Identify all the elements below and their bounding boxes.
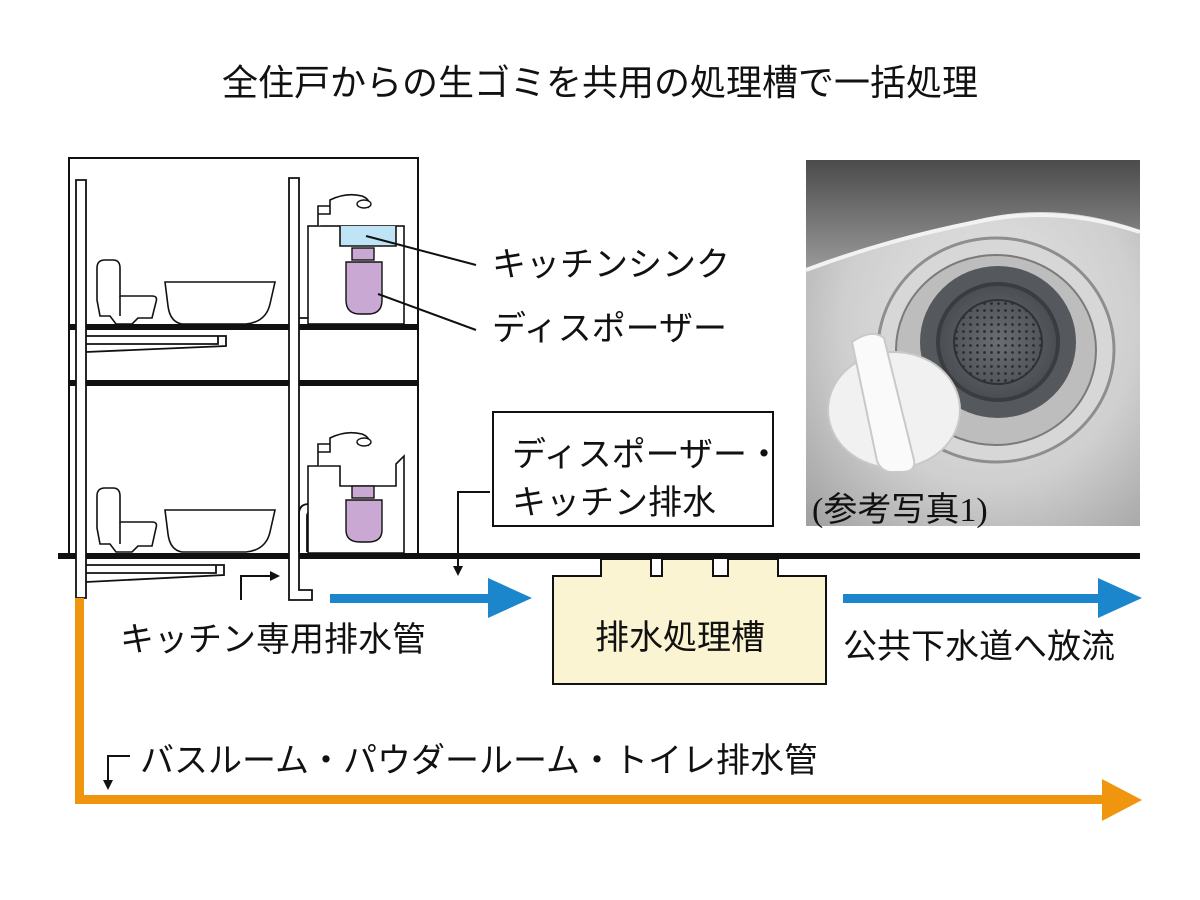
upper-kitchen: [307, 193, 405, 325]
bathtub-icon: [164, 509, 277, 553]
faucet-icon: [317, 431, 372, 466]
toilet-icon: [96, 259, 158, 325]
diagram-title: 全住戸からの生ゴミを共用の処理槽で一括処理: [221, 63, 978, 104]
leader-drain-box: [457, 491, 490, 570]
leader-arrowhead: [270, 571, 280, 581]
leader-kitchen-pipe: [240, 575, 272, 600]
label-public-sewer: 公共下水道へ放流: [843, 627, 1115, 667]
kitchen-flow-arrow: [330, 578, 532, 618]
public-sewer-flow-arrow: [843, 578, 1142, 618]
leader-kitchen-sink: [365, 235, 477, 266]
arrow-right-icon: [1098, 578, 1142, 618]
arrow-right-icon: [488, 578, 532, 618]
treatment-tank: [552, 558, 827, 685]
toilet-icon: [96, 487, 158, 553]
arrow-right-icon: [1102, 779, 1142, 821]
leader-bath-pipe: [107, 755, 130, 784]
photo-caption: (参考写真1): [812, 492, 988, 529]
leader-arrowhead: [453, 566, 463, 576]
faucet-icon: [317, 193, 372, 226]
callout-line-2: キッチン排水: [512, 483, 716, 523]
label-kitchen-sink: キッチンシンク: [492, 245, 730, 285]
bathtub-icon: [164, 281, 277, 325]
floor-slab-upper: [69, 324, 418, 330]
label-bath-pipe: バスルーム・パウダールーム・トイレ排水管: [140, 741, 818, 781]
label-disposer: ディスポーザー: [492, 309, 727, 349]
floor-slab-middle: [69, 380, 418, 386]
reference-photo: [806, 160, 1140, 526]
leader-disposer: [377, 293, 477, 331]
ground-line: [58, 553, 1140, 559]
disposer-icon: [345, 485, 383, 543]
bath-drain-stack: [75, 179, 227, 599]
label-treatment-tank: 排水処理槽: [595, 618, 765, 658]
disposer-drain-callout: ディスポーザー・ キッチン排水: [492, 411, 781, 527]
bath-flow-arrow: [75, 598, 1142, 821]
callout-line-1: ディスポーザー・: [512, 435, 781, 475]
leader-arrowhead: [103, 780, 113, 790]
lower-kitchen: [307, 431, 405, 554]
disposer-icon: [345, 247, 383, 315]
label-kitchen-pipe: キッチン専用排水管: [120, 620, 426, 660]
